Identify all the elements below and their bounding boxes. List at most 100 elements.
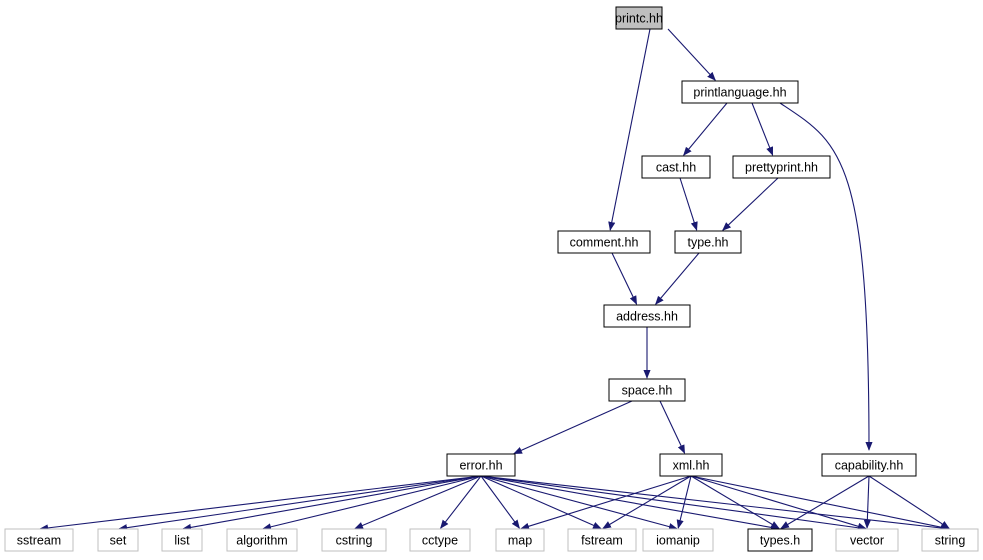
edge-error-to-vector — [480, 475, 867, 532]
node-printlanguage[interactable]: printlanguage.hh — [681, 80, 799, 104]
node-box-algorithm — [226, 528, 298, 552]
node-label-comment: comment.hh — [570, 236, 639, 250]
node-type[interactable]: type.hh — [674, 230, 742, 254]
node-label-prettyprint: prettyprint.hh — [745, 161, 818, 175]
node-box-string — [921, 528, 979, 552]
edge-error-to-cstring — [354, 475, 482, 530]
node-string: string — [921, 528, 979, 552]
edge-error-to-cctype — [440, 475, 482, 529]
node-address[interactable]: address.hh — [603, 304, 691, 328]
node-cctype: cctype — [409, 528, 471, 552]
edge-type-to-address — [655, 252, 700, 305]
node-box-list — [161, 528, 203, 552]
node-box-vector — [835, 528, 899, 552]
edge-space-to-xml — [659, 400, 686, 454]
edges-layer — [39, 28, 950, 532]
edge-error-to-types — [480, 475, 780, 531]
node-label-map: map — [508, 534, 532, 548]
node-label-printc: printc.hh — [615, 12, 663, 26]
edge-printc-to-comment — [608, 28, 651, 231]
node-label-fstream: fstream — [581, 534, 623, 548]
node-label-error: error.hh — [459, 459, 502, 473]
node-box-set — [97, 528, 139, 552]
node-box-type — [674, 230, 742, 254]
edge-error-to-algorithm — [262, 475, 482, 531]
node-label-type: type.hh — [687, 236, 728, 250]
node-box-iomanip — [642, 528, 714, 552]
node-label-address: address.hh — [616, 310, 678, 324]
node-cast[interactable]: cast.hh — [641, 155, 711, 179]
node-iomanip: iomanip — [642, 528, 714, 552]
node-box-printc — [615, 6, 663, 30]
node-label-types: types.h — [760, 534, 800, 548]
nodes-layer: printc.hh printlanguage.hh cast.hh prettypr… — [4, 6, 979, 552]
edge-error-to-set — [118, 475, 482, 532]
node-box-prettyprint — [732, 155, 831, 179]
node-printc[interactable]: printc.hh — [615, 6, 663, 30]
node-sstream: sstream — [4, 528, 74, 552]
node-label-algorithm: algorithm — [236, 534, 287, 548]
edge-printlanguage-to-prettyprint — [751, 102, 774, 156]
node-label-set: set — [110, 534, 127, 548]
node-label-sstream: sstream — [17, 534, 61, 548]
edge-xml-to-string — [690, 475, 950, 531]
edge-printlanguage-to-cast — [683, 102, 728, 156]
edge-capability-to-vector — [863, 475, 871, 529]
edge-comment-to-address — [611, 252, 638, 305]
edge-error-to-sstream — [39, 475, 482, 532]
node-algorithm: algorithm — [226, 528, 298, 552]
edge-printlanguage-to-capability — [779, 102, 873, 451]
node-label-capability: capability.hh — [835, 459, 904, 473]
node-box-sstream — [4, 528, 74, 552]
node-space[interactable]: space.hh — [608, 378, 686, 402]
edge-printc-to-printlanguage — [667, 28, 716, 81]
edge-xml-to-fstream — [602, 475, 692, 529]
node-label-cctype: cctype — [422, 534, 458, 548]
node-error[interactable]: error.hh — [446, 453, 516, 477]
node-box-map — [495, 528, 545, 552]
node-box-printlanguage — [681, 80, 799, 104]
node-label-string: string — [935, 534, 966, 548]
edge-xml-to-vector — [690, 475, 867, 530]
node-set: set — [97, 528, 139, 552]
node-label-list: list — [174, 534, 190, 548]
node-capability[interactable]: capability.hh — [821, 453, 917, 477]
node-label-vector: vector — [850, 534, 884, 548]
node-box-address — [603, 304, 691, 328]
node-box-cctype — [409, 528, 471, 552]
edge-space-to-error — [513, 400, 633, 455]
edge-error-to-list — [182, 475, 482, 531]
node-comment[interactable]: comment.hh — [557, 230, 651, 254]
node-box-xml — [659, 453, 723, 477]
node-label-iomanip: iomanip — [656, 534, 700, 548]
node-label-xml: xml.hh — [673, 459, 710, 473]
node-box-cast — [641, 155, 711, 179]
edge-error-to-map — [480, 475, 520, 529]
node-box-capability — [821, 453, 917, 477]
node-types[interactable]: types.h — [747, 528, 813, 552]
node-box-fstream — [567, 528, 637, 552]
node-box-comment — [557, 230, 651, 254]
node-label-cast: cast.hh — [656, 161, 696, 175]
node-box-error — [446, 453, 516, 477]
edge-error-to-iomanip — [480, 475, 678, 531]
node-vector: vector — [835, 528, 899, 552]
node-label-space: space.hh — [622, 384, 673, 398]
node-label-cstring: cstring — [336, 534, 373, 548]
node-box-types — [747, 528, 813, 552]
node-label-printlanguage: printlanguage.hh — [693, 86, 786, 100]
node-fstream: fstream — [567, 528, 637, 552]
edge-capability-to-string — [868, 475, 950, 529]
edge-xml-to-iomanip — [676, 475, 692, 529]
node-cstring: cstring — [321, 528, 387, 552]
node-xml[interactable]: xml.hh — [659, 453, 723, 477]
node-box-cstring — [321, 528, 387, 552]
edge-capability-to-types — [780, 475, 870, 529]
edge-cast-to-type — [679, 177, 698, 231]
edge-error-to-fstream — [480, 475, 602, 530]
node-list: list — [161, 528, 203, 552]
node-prettyprint[interactable]: prettyprint.hh — [732, 155, 831, 179]
edge-xml-to-types — [690, 475, 780, 529]
node-map: map — [495, 528, 545, 552]
